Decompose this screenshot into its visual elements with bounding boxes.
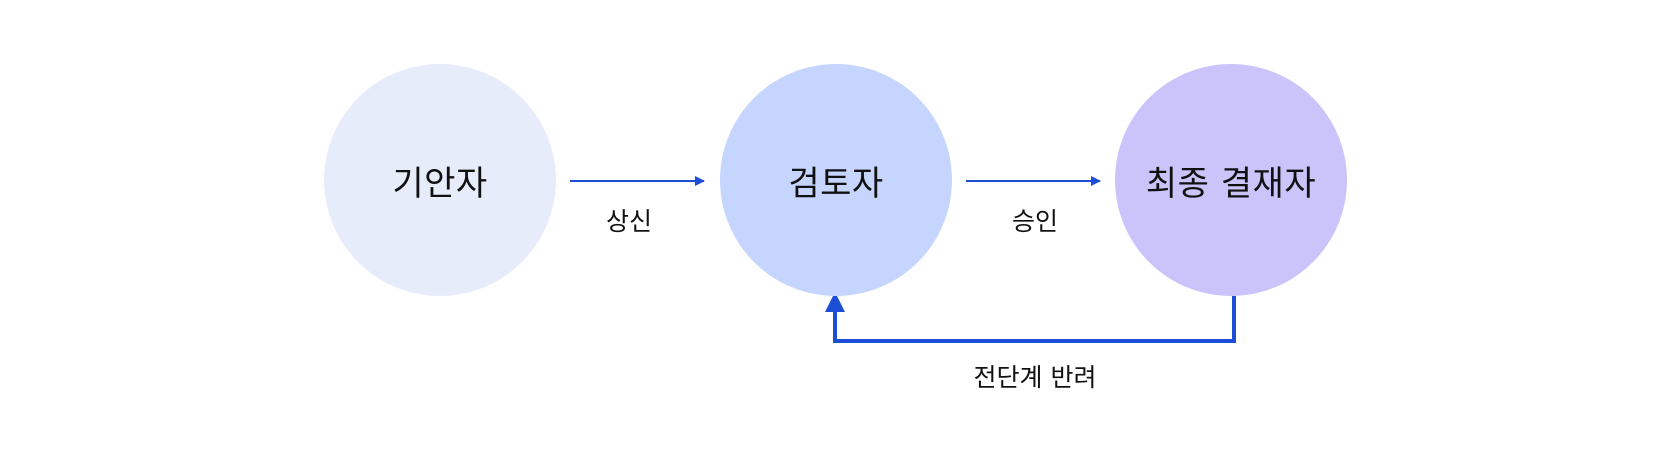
edge-label-approve: 승인 [1011, 207, 1059, 236]
node-reviewer-label: 검토자 [788, 163, 884, 204]
edge-label-return: 전단계 반려 [973, 363, 1097, 392]
edge-label-submit: 상신 [605, 207, 653, 236]
node-final-approver: 최종 결재자 [1115, 64, 1347, 296]
node-drafter-label: 기안자 [392, 163, 488, 204]
node-final-approver-label: 최종 결재자 [1145, 163, 1317, 204]
node-drafter: 기안자 [324, 64, 556, 296]
node-reviewer: 검토자 [720, 64, 952, 296]
arrow-return [833, 296, 1236, 343]
